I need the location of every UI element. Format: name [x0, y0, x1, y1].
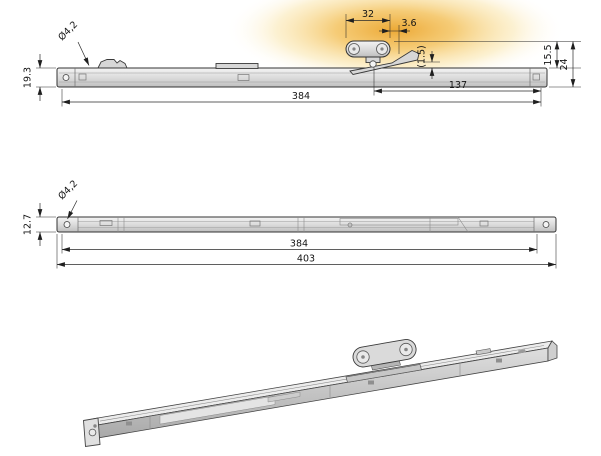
mounting-hole-left	[62, 74, 70, 81]
dimension-dia-side: Ø4,2	[56, 178, 80, 220]
front-hole	[126, 421, 132, 426]
dim-3-6-label: 3.6	[401, 18, 416, 29]
rail-cutout	[249, 220, 261, 227]
dimension-right-heights: 15.5 24	[394, 41, 581, 88]
rail-body-top	[56, 67, 548, 88]
carriage-base	[345, 364, 422, 383]
rail-tab	[215, 63, 259, 69]
dimension-1-5: (1.5)	[417, 45, 440, 79]
dim-384-top-label: 384	[292, 91, 310, 102]
dimension-dia-top: Ø4,2	[56, 19, 90, 66]
activator-carriage-iso	[345, 339, 422, 383]
front-hole	[496, 358, 502, 363]
dim-1-5-label: (1.5)	[417, 45, 428, 68]
dim-dia-top-label: Ø4,2	[56, 19, 80, 43]
activator-carriage	[345, 40, 420, 75]
rail-cutout	[532, 73, 540, 81]
dim-dia-side-label: Ø4,2	[56, 178, 80, 202]
dimension-403: 403	[56, 234, 557, 269]
damper-rod	[267, 391, 301, 403]
front-hole	[368, 380, 374, 385]
rail-cutout	[99, 220, 113, 226]
dim-24-label: 24	[559, 58, 570, 70]
dimension-19-3: 19.3	[23, 54, 56, 101]
side-view: Ø4,2 12.7 384 403	[23, 178, 557, 269]
highlight-glow	[225, 0, 565, 85]
top-view: 32 3.6 Ø4,2 19.3 (1.5	[23, 9, 581, 107]
pivot-pin	[369, 60, 377, 68]
damper-cylinder	[159, 395, 276, 425]
dim-137-label: 137	[449, 80, 467, 91]
damper-housing	[339, 218, 459, 226]
dimension-384-side: 384	[61, 234, 538, 254]
latch-hook-iso	[475, 348, 492, 356]
top-hole	[518, 349, 526, 354]
lever-arm	[349, 49, 420, 75]
end-cap-hole	[88, 428, 97, 437]
rail-front-face	[85, 347, 549, 441]
latch-hook	[97, 59, 128, 69]
dim-19-3-label: 19.3	[23, 67, 34, 88]
rail-cutout	[237, 74, 250, 81]
dim-15-5-label: 15.5	[543, 44, 554, 65]
dim-32-label: 32	[362, 9, 374, 20]
dimension-384-top: 384	[61, 89, 542, 107]
dimension-3-6: 3.6	[379, 18, 417, 54]
rail-cutout	[479, 220, 489, 227]
dim-384-side-label: 384	[290, 239, 308, 250]
rail-cutout	[78, 73, 87, 81]
dim-403-label: 403	[297, 254, 315, 265]
mounting-hole-right	[542, 221, 550, 228]
dimension-12-7: 12.7	[23, 203, 56, 246]
rail-right-end	[547, 340, 558, 362]
mounting-hole-left	[63, 221, 71, 228]
rail-body-side	[56, 216, 557, 233]
dimension-32: 32	[345, 9, 391, 38]
isometric-view	[83, 339, 558, 448]
dim-12-7-label: 12.7	[23, 214, 34, 235]
